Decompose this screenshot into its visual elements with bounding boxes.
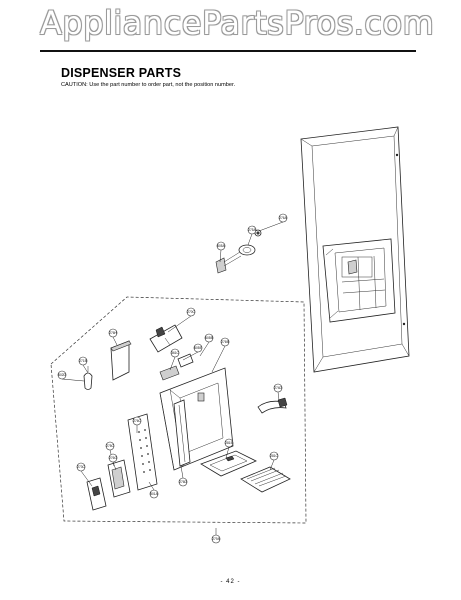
svg-text:361C: 361C xyxy=(171,351,179,355)
callout-labels: 276A 275A 605A 276H 270C 271B 602D 361C … xyxy=(57,213,288,544)
callout-label: 281B xyxy=(224,438,234,448)
callout-label: 273C xyxy=(76,462,86,472)
small-hook-part xyxy=(83,366,93,390)
svg-text:501A: 501A xyxy=(150,492,158,496)
lever-bracket xyxy=(257,397,288,414)
callout-label: 602D xyxy=(57,370,67,380)
dispenser-frame xyxy=(159,367,234,471)
svg-text:276C: 276C xyxy=(133,419,141,423)
svg-text:276A: 276A xyxy=(279,216,287,220)
header-rule xyxy=(40,50,416,52)
callout-label: 271B xyxy=(78,356,88,366)
flap-part xyxy=(110,340,132,381)
svg-text:273C: 273C xyxy=(77,465,85,469)
dispenser-recess xyxy=(322,238,396,323)
callout-label: 276A xyxy=(278,213,288,223)
svg-text:605E: 605E xyxy=(194,346,201,350)
svg-text:276B: 276B xyxy=(221,340,228,344)
callout-label: 279A xyxy=(211,534,221,544)
callout-label: 274D xyxy=(273,383,283,393)
callout-label: 501A xyxy=(149,489,159,499)
watermark-logo: AppliancePartsPros.com xyxy=(40,4,435,42)
drip-tray xyxy=(200,450,257,477)
svg-text:270C: 270C xyxy=(187,310,195,314)
callout-label: 605E xyxy=(193,343,203,353)
svg-text:276H: 276H xyxy=(109,331,117,335)
svg-text:276G: 276G xyxy=(109,456,117,460)
page-title: DISPENSER PARTS xyxy=(61,66,182,80)
motor-part xyxy=(149,324,183,353)
page-number: - 42 - xyxy=(220,579,241,585)
svg-text:279A: 279A xyxy=(212,537,220,541)
callout-label: 276C xyxy=(132,416,142,426)
callout-label: 605B xyxy=(204,333,214,343)
callout-label: 275A xyxy=(247,225,257,235)
leader-lines xyxy=(61,221,284,535)
callout-label: 276D xyxy=(178,477,188,487)
svg-text:605A: 605A xyxy=(217,244,225,248)
callout-label: 275C xyxy=(105,441,115,451)
callout-label: 361C xyxy=(170,348,180,358)
display-board xyxy=(107,459,131,498)
svg-text:281C: 281C xyxy=(270,454,278,458)
caution-note: CAUTION: Use the part number to order pa… xyxy=(61,82,236,88)
lever-assembly-part xyxy=(215,244,256,274)
spring-part xyxy=(254,229,262,237)
callout-label: 276H xyxy=(108,328,118,338)
kit-boundary xyxy=(50,296,307,524)
funnel-chute xyxy=(173,399,191,467)
svg-text:274D: 274D xyxy=(274,386,282,390)
callout-label: 276B xyxy=(220,337,230,347)
svg-text:281B: 281B xyxy=(225,441,232,445)
svg-text:271B: 271B xyxy=(79,359,86,363)
switch-part xyxy=(159,353,194,381)
svg-text:605B: 605B xyxy=(205,336,212,340)
button-panel xyxy=(127,413,158,491)
callout-label: 605A xyxy=(216,241,226,251)
callout-label: 270C xyxy=(186,307,196,317)
svg-text:602D: 602D xyxy=(58,373,66,377)
callout-label: 276G xyxy=(108,453,117,463)
drip-grille xyxy=(240,466,291,493)
callout-label: 281C xyxy=(269,451,279,461)
svg-text:275A: 275A xyxy=(248,228,256,232)
svg-text:275C: 275C xyxy=(106,444,114,448)
svg-text:276D: 276D xyxy=(179,480,187,484)
